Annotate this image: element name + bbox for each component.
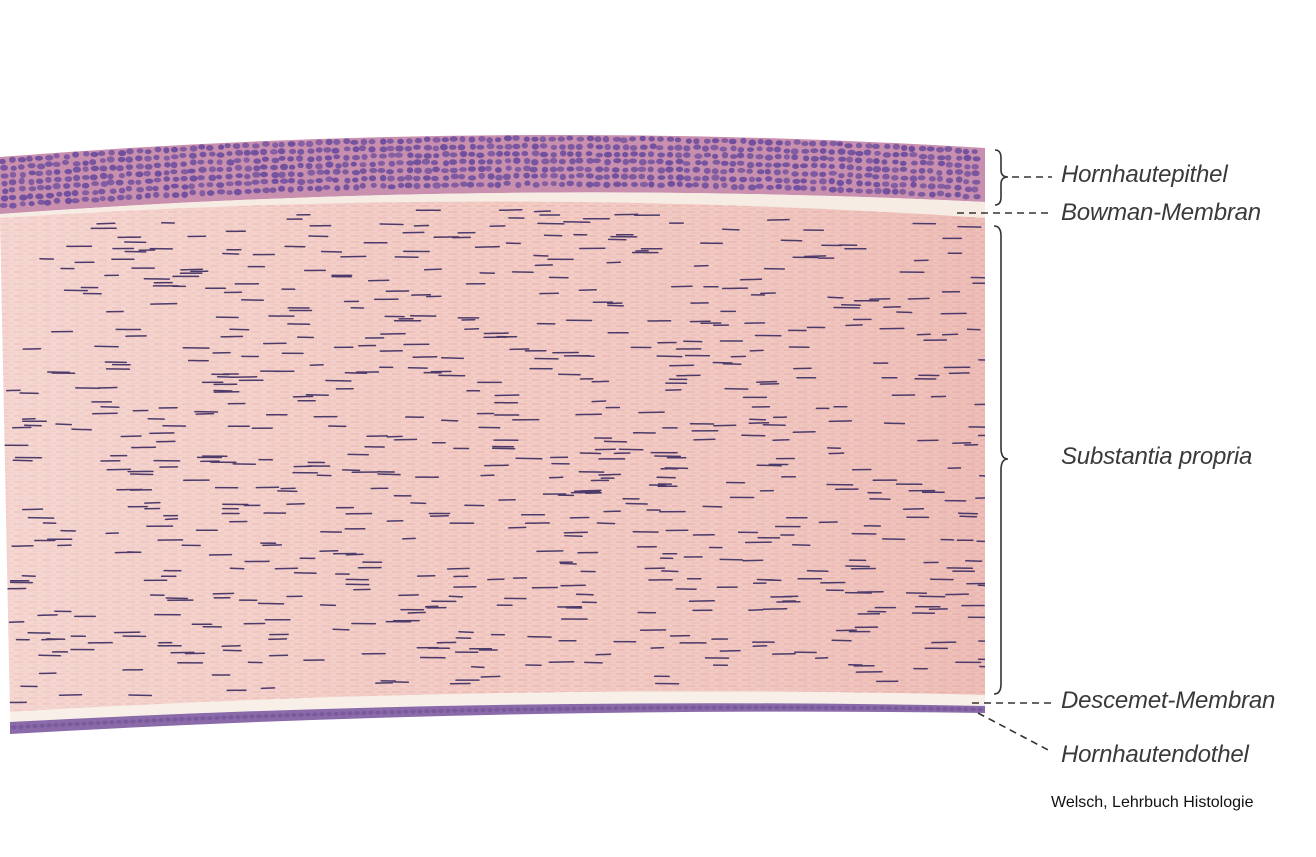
label-epithelium: Hornhautepithel [1061,161,1227,189]
endothelium-leader [978,713,1052,752]
label-bowman-membrane: Bowman-Membran [1061,199,1261,227]
label-endothelium: Hornhautendothel [1061,741,1249,769]
epithelium-brace [995,150,1008,205]
label-descemet-membrane: Descemet-Membran [1061,687,1275,715]
label-substantia-propria: Substantia propria [1061,443,1252,471]
stroma-brace [994,226,1008,694]
image-credit: Welsch, Lehrbuch Histologie [1051,794,1253,812]
